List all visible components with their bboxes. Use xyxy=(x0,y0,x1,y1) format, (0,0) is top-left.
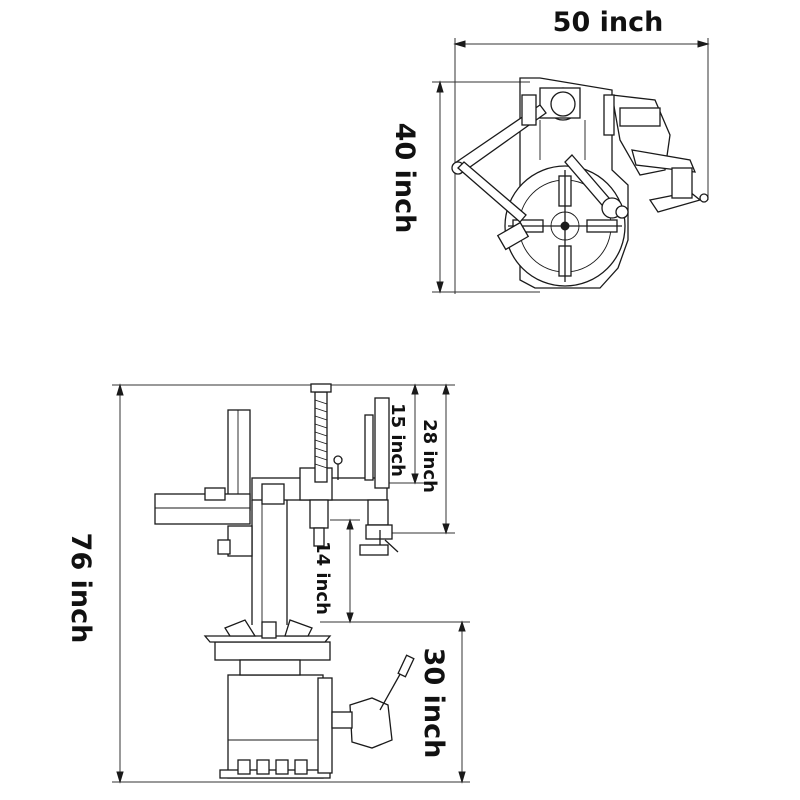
base-height-dimension xyxy=(320,620,470,784)
machine-top-view-drawing xyxy=(451,77,709,289)
base-height-label: 30 inch xyxy=(418,648,449,759)
top-view: 50 inch 40 inch xyxy=(389,7,710,294)
top-width-dimension xyxy=(453,38,710,294)
total-height-label: 76 inch xyxy=(65,533,96,644)
front-view: 76 inch 15 inch 28 inch 14 inch xyxy=(65,383,470,784)
top-depth-label: 40 inch xyxy=(389,123,420,234)
arm-upper-dimension xyxy=(385,383,425,485)
arm-total-label: 28 inch xyxy=(419,419,440,493)
top-depth-dimension xyxy=(432,80,540,294)
total-height-dimension xyxy=(112,383,470,784)
top-width-label: 50 inch xyxy=(553,7,664,38)
arm-gap-dimension xyxy=(330,518,360,624)
machine-front-view-drawing xyxy=(154,383,415,779)
arm-gap-label: 14 inch xyxy=(312,541,333,615)
arm-upper-label: 15 inch xyxy=(387,403,408,477)
